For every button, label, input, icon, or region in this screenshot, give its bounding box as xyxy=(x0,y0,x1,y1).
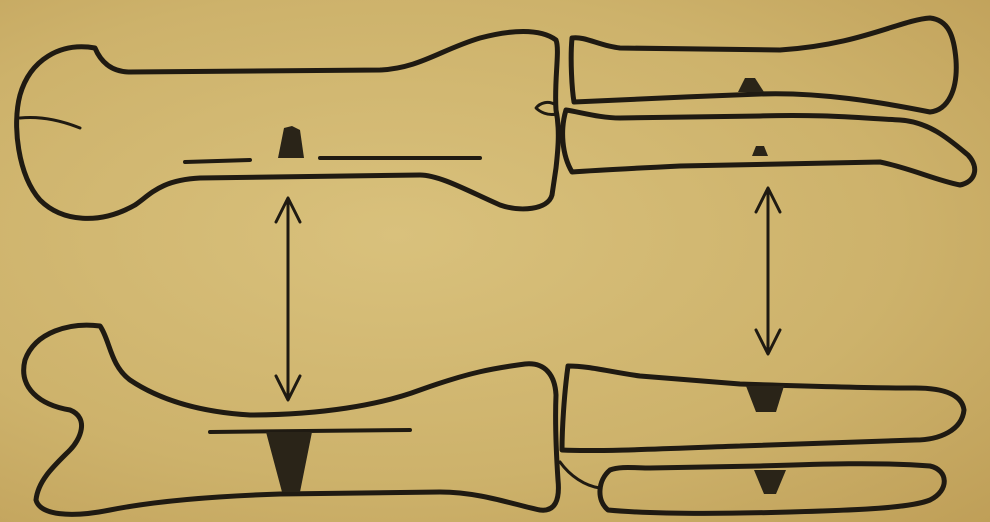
top-right-lower-marker xyxy=(752,146,768,156)
top-left-bone-notch xyxy=(20,117,80,128)
top-right-upper-marker xyxy=(738,78,764,92)
right-double-arrow xyxy=(756,188,780,354)
top-right-upper-bone xyxy=(571,18,956,112)
top-left-growth-marker xyxy=(278,126,304,158)
top-left-bone-midline xyxy=(185,158,480,162)
left-double-arrow xyxy=(276,198,300,400)
bottom-right-lower-marker xyxy=(754,470,786,494)
top-right-lower-bone xyxy=(563,110,975,185)
bottom-right-upper-marker xyxy=(746,386,784,412)
bottom-right-joint-line xyxy=(560,462,600,488)
bottom-left-growth-marker xyxy=(266,432,312,492)
top-left-long-bone xyxy=(17,32,559,219)
bottom-left-bone-midline xyxy=(210,430,410,432)
top-right-joint-wedge xyxy=(536,102,556,114)
